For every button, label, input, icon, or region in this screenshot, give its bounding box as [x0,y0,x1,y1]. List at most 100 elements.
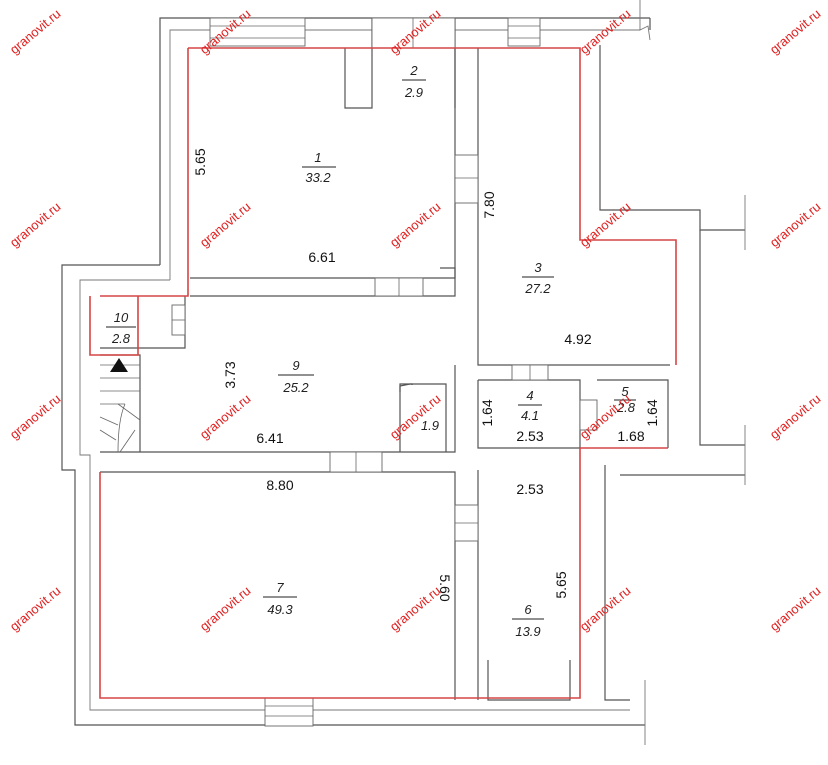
door-room7-room6 [454,504,479,542]
room-4-area: 4.1 [521,408,539,423]
door-room1-room3 [454,154,479,204]
room-9-area: 25.2 [282,380,309,395]
dim-room1-width: 6.61 [308,249,335,265]
door-room10 [171,304,186,336]
watermark-text: granovit.ru [7,199,64,250]
room-3-number: 3 [534,260,542,275]
watermark-text: granovit.ru [7,583,64,634]
room-5-area: 2.8 [616,400,636,415]
door-room2 [371,17,456,49]
room-1-number: 1 [314,150,321,165]
watermark-text: granovit.ru [197,199,254,250]
dim-room5-height: 1.64 [644,399,660,426]
staircase [99,358,141,453]
room-label-8: 1.9 8 [421,395,439,433]
outline-left-upper [100,48,189,297]
room-4-number: 4 [526,388,533,403]
wall-room9-bottom2 [100,471,456,700]
outer-wall-right-low [604,465,630,701]
wall-room3-left [477,48,670,366]
stair-arrow-icon [110,358,128,372]
wall-room5 [597,379,669,448]
room-8-number: 8 [426,395,434,410]
wall-room9-bottom [100,365,456,453]
break-line-top [639,0,651,41]
watermark-text: granovit.ru [197,391,254,442]
room-label-7: 7 49.3 [263,580,297,617]
outer-wall-left [159,17,650,265]
watermark-text: granovit.ru [767,391,824,442]
dim-room4-height: 1.64 [479,399,495,426]
watermark-text: granovit.ru [387,583,444,634]
room-6-number: 6 [524,602,532,617]
dim-room9-width: 6.41 [256,430,283,446]
dim-room7-height: 5.60 [437,574,453,601]
dim-room7-width: 8.80 [266,477,293,493]
room-labels: 1 33.2 2 2.9 3 27.2 4 4.1 5 2.8 6 13.9 [106,63,636,639]
room-label-4: 4 4.1 [518,388,542,423]
room-9-number: 9 [292,358,299,373]
watermark-text: granovit.ru [387,199,444,250]
door-room1-room9 [374,277,424,297]
dim-room5-width: 1.68 [617,428,644,444]
room-6-area: 13.9 [515,624,540,639]
room-1-area: 33.2 [305,170,331,185]
room-8-area: 1.9 [421,418,439,433]
watermark-text: granovit.ru [767,583,824,634]
room-2-area: 2.9 [404,85,423,100]
wall-room1-bottom [190,48,456,279]
room-label-5: 5 2.8 [614,384,636,415]
exterior-walls [61,0,746,745]
windows [209,17,541,727]
inner-wall-left-low [79,279,630,711]
window-bottom [264,697,314,727]
window-top-2 [507,17,541,47]
watermark-text: granovit.ru [387,391,444,442]
wall-room2 [344,18,373,109]
room-3-area: 27.2 [524,281,551,296]
dim-room1-height: 5.65 [192,148,208,175]
room-label-1: 1 33.2 [302,150,336,185]
room-label-6: 6 13.9 [512,602,544,639]
dim-room3-height: 7.80 [481,191,497,218]
dim-room6-height: 5.65 [553,571,569,598]
dim-room9-height: 3.73 [222,361,238,388]
watermark-text: granovit.ru [197,583,254,634]
dim-room4-width: 2.53 [516,428,543,444]
door-room3-room4 [511,364,549,381]
watermark-text: granovit.ru [767,6,824,57]
watermark-text: granovit.ru [7,6,64,57]
outer-wall-left-low [61,264,645,726]
wall-room1-bottom2 [190,267,456,297]
room-7-area: 49.3 [267,602,293,617]
room-5-number: 5 [621,384,629,399]
room-10-number: 10 [114,310,129,325]
room-2-number: 2 [409,63,418,78]
room-10-area: 2.8 [111,331,131,346]
outline-lower [99,448,581,699]
interior-walls [100,18,670,701]
room-label-9: 9 25.2 [278,358,314,395]
inner-wall-left [169,29,640,280]
wall-room8-arc [399,383,447,452]
outer-wall-right-mid [699,230,745,446]
watermark-text: granovit.ru [7,391,64,442]
room-label-10: 10 2.8 [106,310,136,346]
room-label-2: 2 2.9 [402,63,426,100]
dimension-labels: 5.65 6.61 7.80 4.92 3.73 6.41 1.64 2.53 … [192,148,660,602]
watermark-text: granovit.ru [577,199,634,250]
outline-room10 [89,296,139,356]
watermark-text: granovit.ru [767,199,824,250]
outline-upper [188,47,677,365]
door-room5 [579,399,598,431]
window-top-1 [209,17,306,47]
dim-room3-width: 4.92 [564,331,591,347]
room-label-3: 3 27.2 [522,260,554,296]
premises-outline [89,47,677,699]
dim-room6-width: 2.53 [516,481,543,497]
doors [171,17,598,542]
watermark-text: granovit.ru [577,6,634,57]
wall-room6-inner [487,660,571,701]
room-7-number: 7 [276,580,284,595]
